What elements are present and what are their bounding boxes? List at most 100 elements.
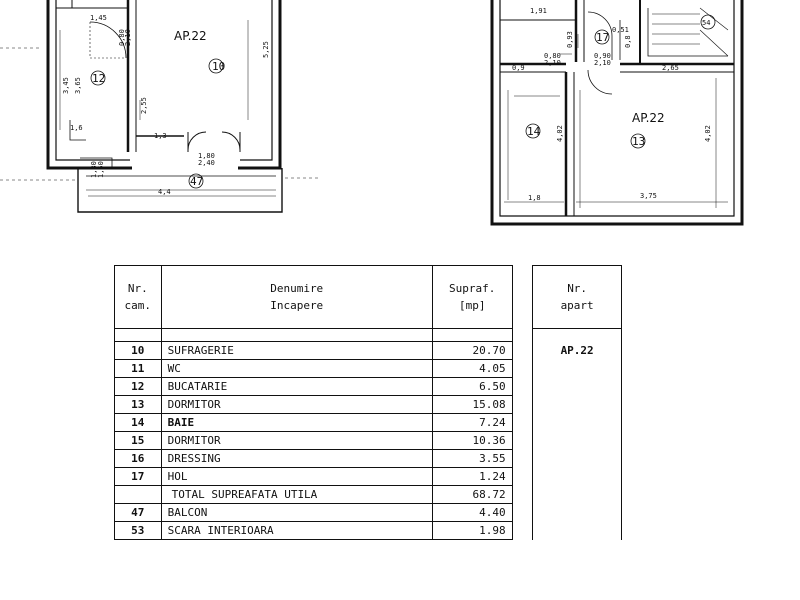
cell-area: 3.55 (432, 449, 513, 468)
cell-area: 7.24 (432, 413, 513, 432)
cell-room-name: SCARA INTERIOARA (161, 521, 433, 540)
cell-room-number: 15 (114, 431, 162, 450)
cell-room-number: 16 (114, 449, 162, 468)
dimension-label: 2,40 (198, 159, 215, 167)
dimension-label: 0,80 (544, 52, 561, 60)
table-row: 17 HOL 1.24 (114, 467, 622, 486)
left-floor-plan (0, 0, 320, 213)
cell-room-name: DORMITOR (161, 431, 433, 450)
right-plan-labels: AP.22 13 14 17 54 1,91 0,93 0,80 2,10 0,… (512, 7, 712, 202)
room-number-10: 10 (212, 60, 225, 73)
cell-apartment: AP.22 (532, 341, 622, 360)
dimension-label: 3,45 (62, 77, 70, 94)
right-plan-apartment-label: AP.22 (632, 111, 665, 125)
dimension-label: 4,02 (556, 125, 564, 142)
header-text: Nr. (567, 282, 588, 295)
table-row: 11 WC 4.05 (114, 359, 622, 378)
table-row-total: TOTAL SUPREAFATA UTILA 68.72 (114, 485, 622, 504)
table-row: 13 DORMITOR 15.08 (114, 395, 622, 414)
dimension-label: 1,91 (530, 7, 547, 15)
table-row: 15 DORMITOR 10.36 (114, 431, 622, 450)
header-text: apart (560, 299, 594, 312)
table-row: 14 BAIE 7.24 (114, 413, 622, 432)
dimension-label: 1,45 (90, 14, 107, 22)
table-row: 47 BALCON 4.40 (114, 503, 622, 522)
dimension-label: 2,10 (124, 29, 132, 46)
cell-area: 4.05 (432, 359, 513, 378)
cell-area: 10.36 (432, 431, 513, 450)
cell-area: 20.70 (432, 341, 513, 360)
dimension-label: 1,8 (528, 194, 541, 202)
cell-room-name: DORMITOR (161, 395, 433, 414)
cell-area: 15.08 (432, 395, 513, 414)
room-number-54: 54 (702, 19, 710, 27)
dimension-label: 1,80 (198, 152, 215, 160)
header-text: cam. (124, 299, 152, 312)
cell-room-name: DRESSING (161, 449, 433, 468)
dimension-label: 4,02 (704, 125, 712, 142)
room-number-13: 13 (632, 135, 645, 148)
cell-room-number: 13 (114, 395, 162, 414)
dimension-label: 0,9 (512, 64, 525, 72)
dimension-label: 1,50 (97, 161, 105, 178)
room-number-47: 47 (190, 175, 203, 188)
header-area: Supraf. [mp] (432, 265, 513, 329)
room-number-14: 14 (527, 125, 541, 138)
header-text: Supraf. (449, 282, 496, 295)
cell-room-name: HOL (161, 467, 433, 486)
left-plan-apartment-label: AP.22 (174, 29, 207, 43)
header-text: Nr. (127, 282, 148, 295)
dimension-label: 2,10 (594, 59, 611, 67)
dimension-label: 0,8 (624, 35, 632, 48)
room-number-17: 17 (596, 31, 609, 44)
room-area-table-container: Nr. cam. Denumire Incapere Supraf. [mp] … (114, 265, 622, 600)
header-room-name: Denumire Incapere (161, 265, 433, 329)
dimension-label: 2,65 (662, 64, 679, 72)
cell-room-number: 12 (114, 377, 162, 396)
dimension-label: 0,80 (118, 29, 126, 46)
header-apartment: Nr. apart (532, 265, 622, 329)
cell-room-number: 10 (114, 341, 162, 360)
table-header-row: Nr. cam. Denumire Incapere Supraf. [mp] … (114, 265, 622, 329)
cell-room-name: BUCATARIE (161, 377, 433, 396)
cell-area: 6.50 (432, 377, 513, 396)
cell-room-number: 17 (114, 467, 162, 486)
cell-room-number: 47 (114, 503, 162, 522)
cell-room-number (114, 485, 162, 504)
table-row: 12 BUCATARIE 6.50 (114, 377, 622, 396)
room-number-12: 12 (92, 72, 105, 85)
dimension-label: 1,80 (90, 161, 98, 178)
cell-room-number: 11 (114, 359, 162, 378)
floor-plan-drawing: AP.22 10 12 47 1,45 0,80 2,10 5,25 3,45 … (0, 0, 744, 226)
cell-room-name: WC (161, 359, 433, 378)
dimension-label: 5,25 (262, 41, 270, 58)
cell-total-label: TOTAL SUPREAFATA UTILA (161, 485, 433, 504)
cell-area: 1.98 (432, 521, 513, 540)
room-area-table: Nr. cam. Denumire Incapere Supraf. [mp] … (114, 265, 622, 540)
table-spacer (114, 328, 622, 342)
cell-room-number: 53 (114, 521, 162, 540)
header-text: Incapere (270, 299, 324, 312)
cell-room-number: 14 (114, 413, 162, 432)
dimension-label: 0,51 (612, 26, 629, 34)
header-text: Denumire (270, 282, 324, 295)
dimension-label: 1,3 (154, 132, 167, 140)
dimension-label: 4,4 (158, 188, 171, 196)
cell-total-area: 68.72 (432, 485, 513, 504)
cell-room-name: BAIE (161, 413, 433, 432)
cell-area: 1.24 (432, 467, 513, 486)
right-floor-plan (490, 0, 744, 226)
dimension-label: 3,65 (74, 77, 82, 94)
cell-area: 4.40 (432, 503, 513, 522)
dimension-label: 0,90 (594, 52, 611, 60)
cell-room-name: BALCON (161, 503, 433, 522)
dimension-label: 2,55 (140, 97, 148, 114)
left-plan-labels: AP.22 10 12 47 1,45 0,80 2,10 5,25 3,45 … (62, 14, 270, 196)
table-row: 10 SUFRAGERIE 20.70 AP.22 (114, 341, 622, 360)
header-text: [mp] (458, 299, 486, 312)
dimension-label: 3,75 (640, 192, 657, 200)
table-row: 16 DRESSING 3.55 (114, 449, 622, 468)
cell-room-name: SUFRAGERIE (161, 341, 433, 360)
header-room-number: Nr. cam. (114, 265, 162, 329)
table-row: 53 SCARA INTERIOARA 1.98 (114, 521, 622, 540)
